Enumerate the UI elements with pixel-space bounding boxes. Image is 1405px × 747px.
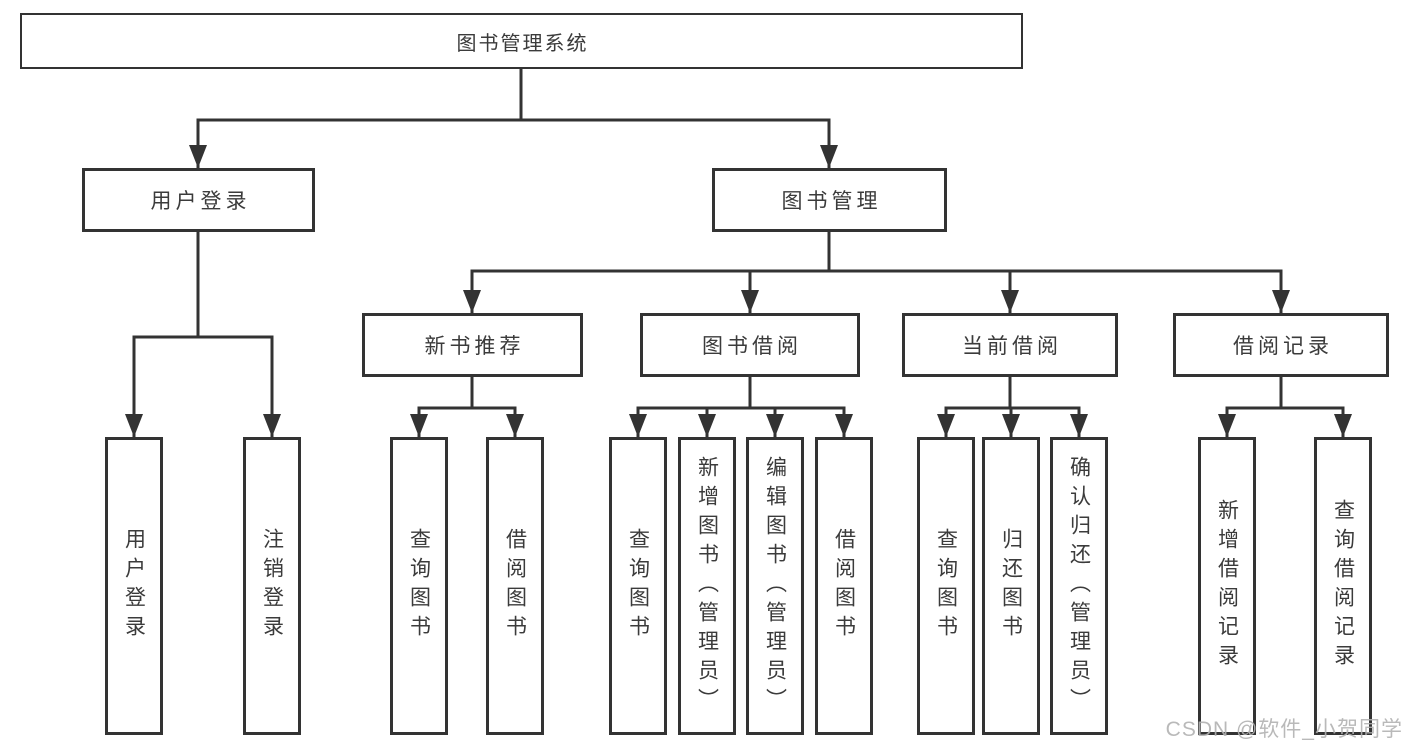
node-user-login: 用户登录	[82, 168, 315, 232]
leaf-label: 注销登录	[260, 528, 284, 644]
arrow-down-icon	[1002, 414, 1020, 437]
leaf-edit-books-admin: 编辑图书（管理员）	[746, 437, 804, 735]
arrow-down-icon	[506, 414, 524, 437]
connector-new-book-children	[417, 377, 517, 437]
node-label: 图书管理	[781, 190, 882, 213]
leaf-label: 查询图书	[626, 528, 650, 644]
arrow-down-icon	[189, 145, 207, 168]
node-label: 图书借阅	[702, 335, 802, 358]
leaf-add-borrow-record: 新增借阅记录	[1198, 437, 1256, 735]
leaf-add-books-admin: 新增图书（管理员）	[678, 437, 736, 735]
leaf-label: 借阅图书	[503, 528, 527, 644]
leaf-query-books-current: 查询图书	[917, 437, 975, 735]
leaf-label: 查询借阅记录	[1331, 499, 1355, 673]
node-label: 用户登录	[150, 190, 251, 213]
leaf-confirm-return-admin: 确认归还（管理员）	[1050, 437, 1108, 735]
leaf-label: 新增借阅记录	[1215, 499, 1239, 673]
node-library-management-system: 图书管理系统	[20, 13, 1023, 69]
connector-root-to-level2	[196, 69, 831, 168]
arrow-down-icon	[1218, 414, 1236, 437]
leaf-label: 查询图书	[407, 528, 431, 644]
leaf-label: 查询图书	[934, 528, 958, 644]
leaf-borrow-books-recommend: 借阅图书	[486, 437, 544, 735]
arrow-down-icon	[835, 414, 853, 437]
leaf-query-books-borrowing: 查询图书	[609, 437, 667, 735]
leaf-user-login: 用户登录	[105, 437, 163, 735]
arrow-down-icon	[937, 414, 955, 437]
connector-book-borrowing-children	[636, 377, 846, 437]
arrow-down-icon	[1334, 414, 1352, 437]
connector-user-login-children	[132, 232, 274, 437]
node-new-book-recommend: 新书推荐	[362, 313, 583, 377]
node-book-borrowing: 图书借阅	[640, 313, 860, 377]
connector-borrow-records-children	[1225, 377, 1345, 437]
node-book-management: 图书管理	[712, 168, 947, 232]
leaf-borrow-books: 借阅图书	[815, 437, 873, 735]
arrow-down-icon	[125, 414, 143, 437]
leaf-label: 编辑图书（管理员）	[763, 455, 787, 717]
node-label: 新书推荐	[424, 335, 525, 358]
watermark: CSDN @软件_小贺同学	[1165, 718, 1403, 741]
arrow-down-icon	[698, 414, 716, 437]
node-label: 当前借阅	[962, 335, 1062, 358]
leaf-query-borrow-record: 查询借阅记录	[1314, 437, 1372, 735]
arrow-down-icon	[1001, 290, 1019, 313]
leaf-logout: 注销登录	[243, 437, 301, 735]
connector-book-management-children	[470, 232, 1283, 313]
leaf-label: 用户登录	[122, 528, 146, 644]
connector-current-borrowing-children	[944, 377, 1081, 437]
leaf-query-books-recommend: 查询图书	[390, 437, 448, 735]
node-label: 借阅记录	[1233, 335, 1333, 358]
node-label: 图书管理系统	[456, 32, 589, 55]
arrow-down-icon	[629, 414, 647, 437]
arrow-down-icon	[820, 145, 838, 168]
arrow-down-icon	[741, 290, 759, 313]
arrow-down-icon	[463, 290, 481, 313]
node-current-borrowing: 当前借阅	[902, 313, 1118, 377]
leaf-return-books: 归还图书	[982, 437, 1040, 735]
arrow-down-icon	[1272, 290, 1290, 313]
arrow-down-icon	[410, 414, 428, 437]
node-borrow-records: 借阅记录	[1173, 313, 1389, 377]
arrow-down-icon	[766, 414, 784, 437]
leaf-label: 借阅图书	[832, 528, 856, 644]
leaf-label: 确认归还（管理员）	[1067, 455, 1091, 717]
arrow-down-icon	[263, 414, 281, 437]
leaf-label: 新增图书（管理员）	[695, 455, 719, 717]
arrow-down-icon	[1070, 414, 1088, 437]
leaf-label: 归还图书	[999, 528, 1023, 644]
